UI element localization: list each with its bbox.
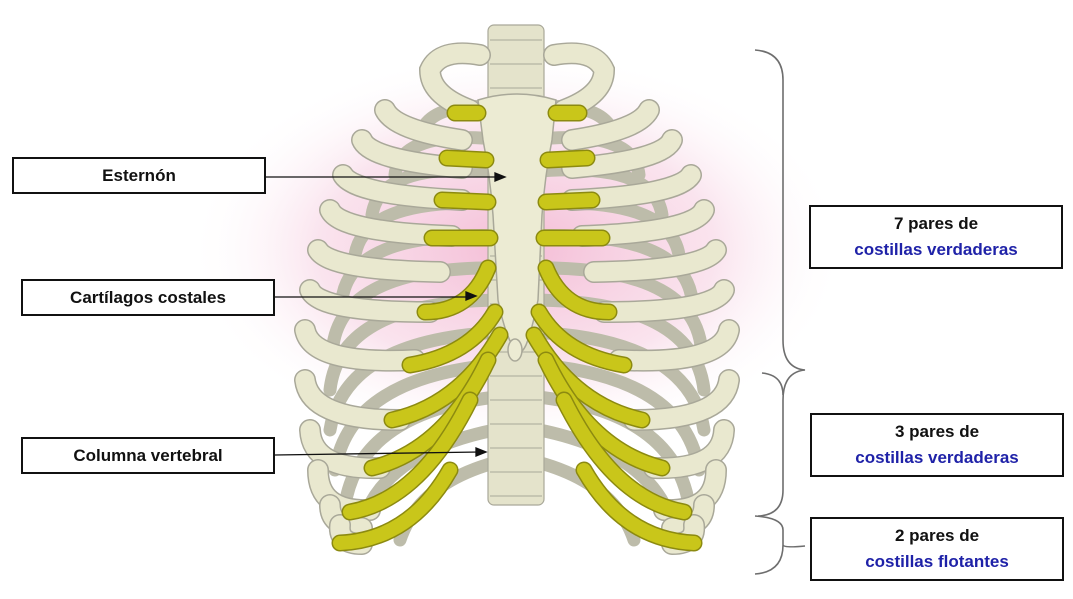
pointer-lines: [266, 172, 507, 457]
anterior-rib-right-6: [594, 280, 734, 322]
anterior-rib-right-5: [584, 240, 726, 282]
cartilage-right-7: [527, 328, 649, 427]
cartilage-right-10: [577, 463, 701, 550]
grouping-braces: [754, 49, 806, 575]
cartilage-right-2: [541, 151, 594, 167]
arrowhead-spine: [475, 447, 488, 457]
cartilage-right-3: [539, 193, 599, 209]
anterior-rib-right-7: [609, 320, 739, 371]
label-costal-cartilage-text: Cartílagos costales: [70, 287, 226, 307]
arrowhead-sternum: [494, 172, 507, 182]
label-true-ribs-count: 7 pares de: [893, 214, 979, 233]
first-rib-pair: [418, 42, 616, 121]
cartilage-right-6: [532, 305, 631, 372]
label-vertebral-column: Columna vertebral: [21, 437, 275, 474]
cartilage-left-8: [365, 353, 495, 475]
anterior-rib-left-2: [352, 130, 472, 178]
arrow-spine: [274, 451, 481, 456]
label-floating-ribs-count: 2 pares de: [894, 526, 980, 545]
cartilage-left-2: [440, 151, 493, 167]
anterior-rib-left-1: [375, 100, 472, 150]
first-rib-right: [544, 43, 614, 120]
anterior-rib-left-7: [295, 320, 425, 371]
cartilage-left-5: [418, 261, 495, 319]
label-false-ribs-type: costillas verdaderas: [855, 448, 1019, 467]
label-vertebral-column-text: Columna vertebral: [73, 445, 223, 465]
anterior-rib-right-8: [624, 370, 739, 430]
posterior-rib-right-6: [522, 261, 708, 352]
cartilage-right-5: [539, 261, 616, 319]
label-false-ribs-count: 3 pares de: [894, 422, 980, 441]
anterior-rib-left-5: [308, 240, 450, 282]
label-sternum-text: Esternón: [102, 165, 176, 185]
cartilage-left-10: [333, 463, 457, 550]
cartilage-left-9: [343, 393, 477, 519]
arrowhead-cartilage: [465, 291, 478, 301]
anterior-rib-left-8: [295, 370, 410, 430]
label-costal-cartilage: Cartílagos costales: [21, 279, 275, 316]
brace-false-ribs: [761, 372, 784, 396]
anterior-rib-left-6: [300, 280, 440, 322]
label-true-ribs-type: costillas verdaderas: [854, 240, 1018, 259]
label-floating-ribs-type: costillas flotantes: [865, 552, 1009, 571]
brace-floating-ribs: [754, 515, 806, 575]
costal-cartilages: [331, 104, 703, 552]
cartilage-right-8: [539, 353, 669, 475]
posterior-rib-right-3: [522, 163, 669, 222]
brace-true-ribs: [754, 49, 806, 517]
label-floating-ribs: 2 pares de costillas flotantes: [810, 517, 1064, 581]
cartilage-left-3: [435, 193, 495, 209]
label-true-ribs: 7 pares de costillas verdaderas: [809, 205, 1063, 269]
cartilage-left-6: [403, 305, 502, 372]
label-sternum: Esternón: [12, 157, 266, 194]
anterior-rib-right-1: [562, 100, 659, 150]
anterior-rib-right-2: [562, 130, 682, 178]
xiphoid-process: [507, 338, 523, 362]
first-rib-left: [420, 43, 490, 120]
cartilage-right-9: [557, 393, 691, 519]
cartilage-left-7: [385, 328, 507, 427]
label-false-ribs: 3 pares de costillas verdaderas: [810, 413, 1064, 477]
posterior-rib-left-6: [326, 261, 512, 352]
